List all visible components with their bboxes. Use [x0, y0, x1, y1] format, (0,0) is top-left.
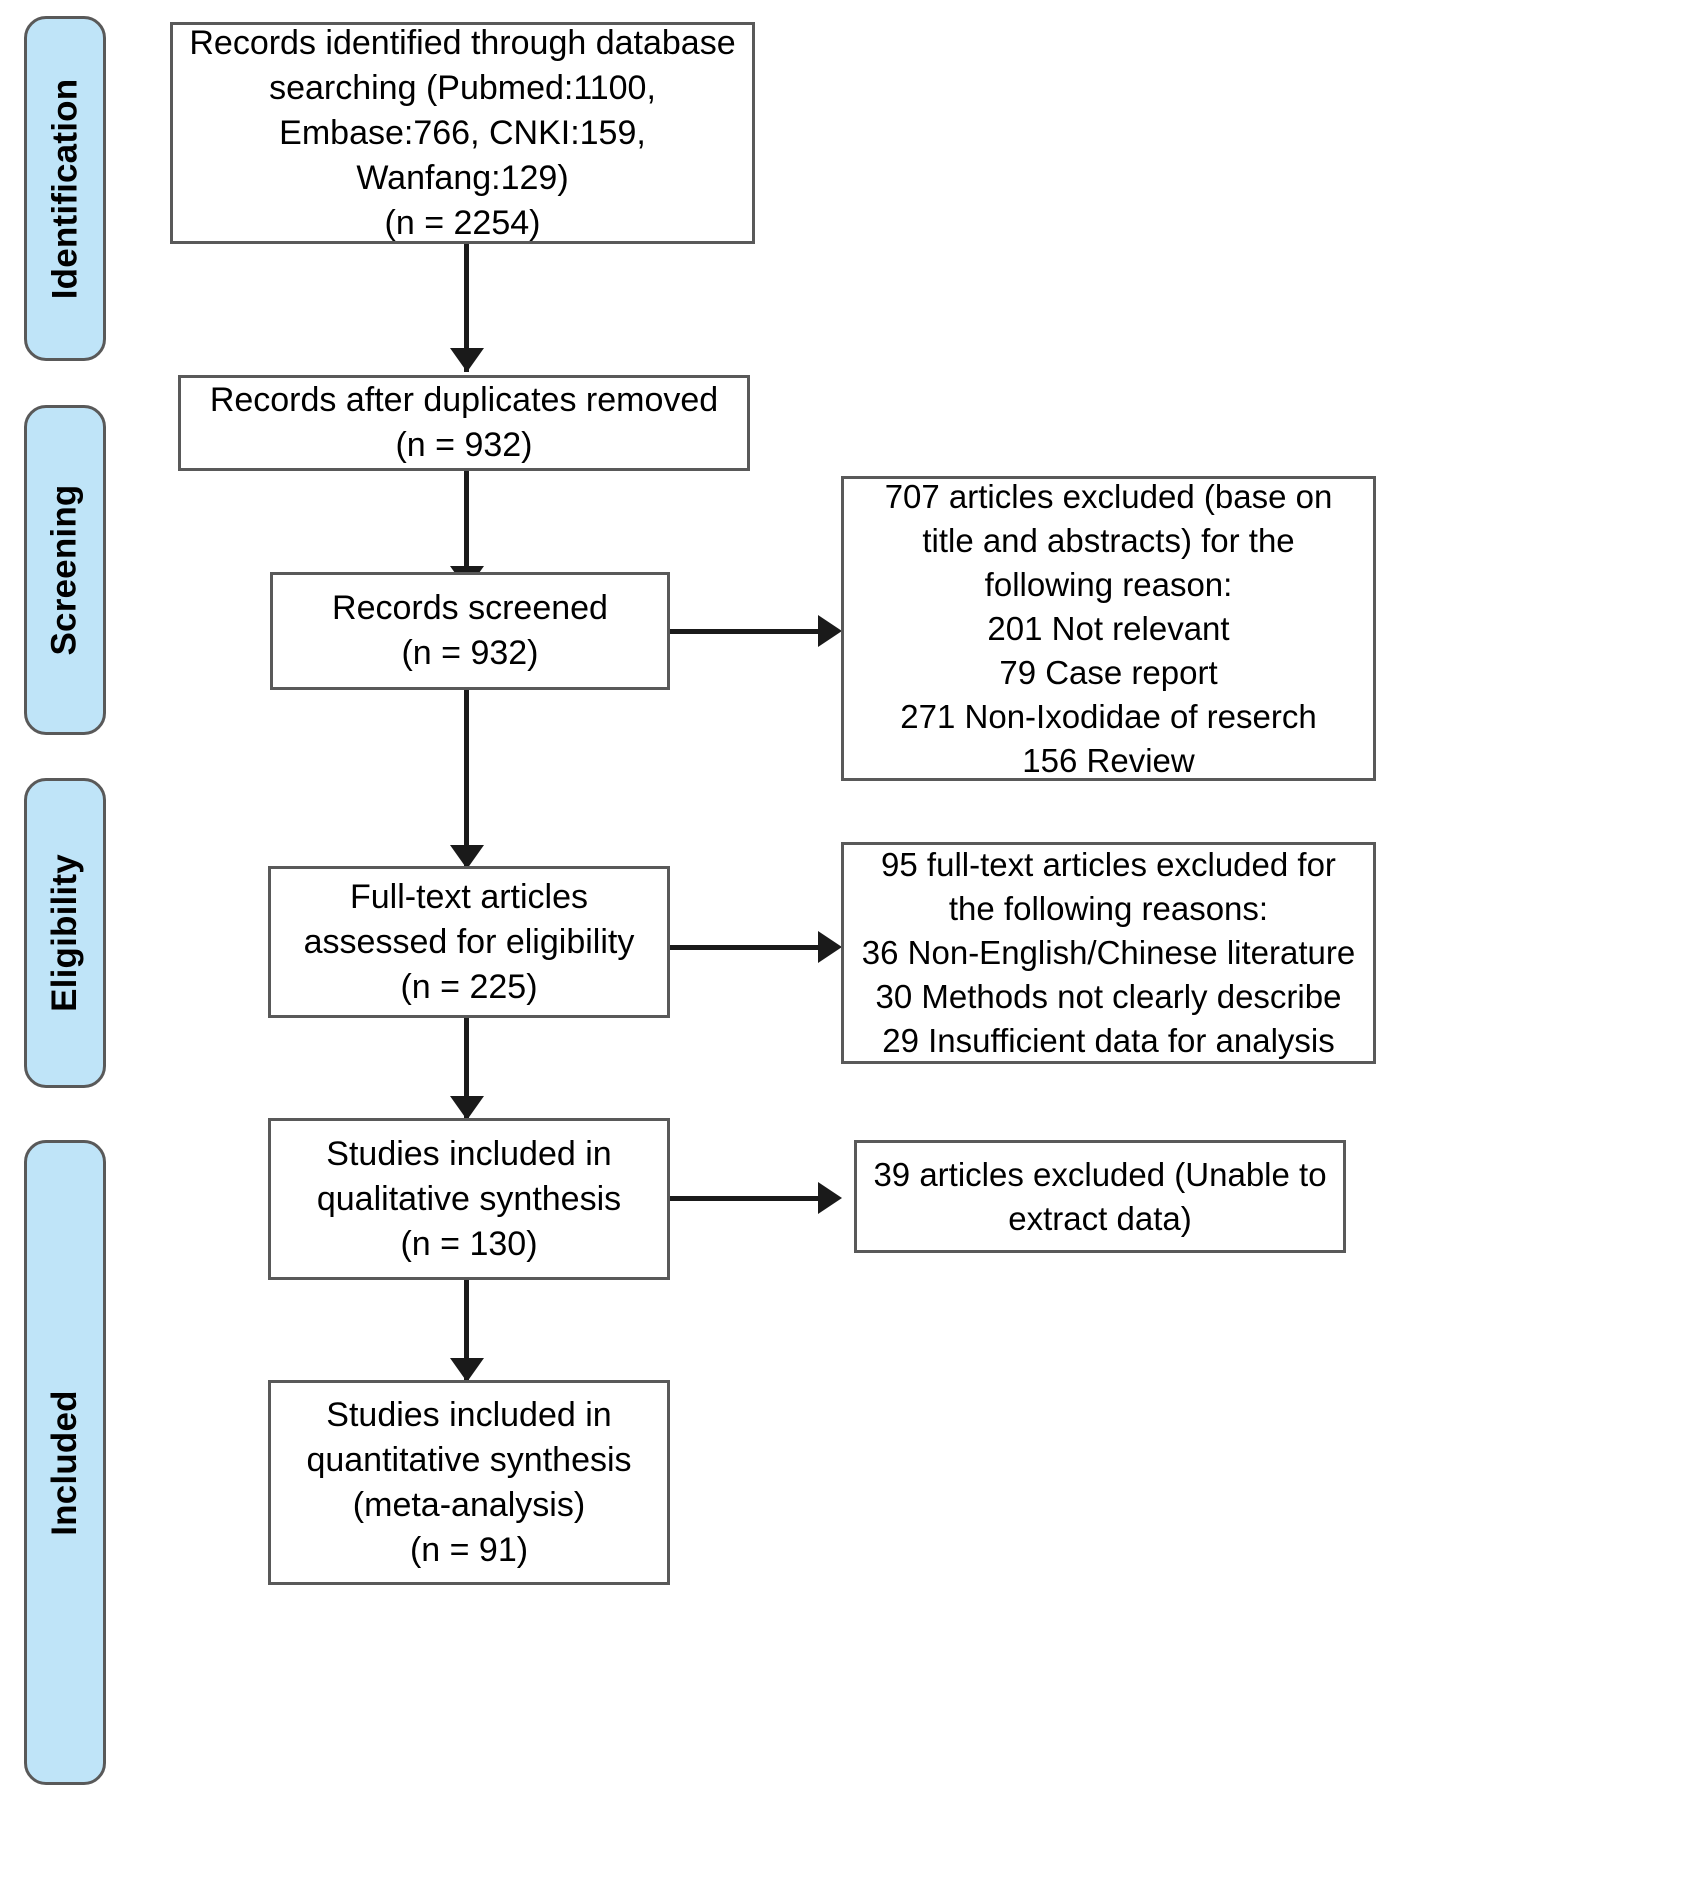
- connector-fulltext-to-excluded: [670, 945, 825, 950]
- stage-screening: Screening: [24, 405, 106, 735]
- node-excluded-screening-text: 707 articles excluded (base on title and…: [884, 477, 1333, 779]
- node-fulltext-assessed-text: Full-text articles assessed for eligibil…: [303, 877, 635, 1006]
- node-records-screened-text: Records screened (n = 932): [332, 589, 608, 672]
- arrow-screened-to-fulltext: [450, 845, 484, 869]
- node-records-identified-text: Records identified through database sear…: [189, 23, 736, 242]
- node-quantitative-synthesis: Studies included in quantitative synthes…: [268, 1380, 670, 1585]
- connector-qualitative-to-excluded: [670, 1196, 825, 1201]
- node-after-duplicates: Records after duplicates removed (n = 93…: [178, 375, 750, 471]
- arrow-qualitative-to-quantitative: [450, 1358, 484, 1382]
- stage-identification-label: Identification: [45, 78, 85, 299]
- arrow-fulltext-to-qualitative: [450, 1096, 484, 1120]
- arrow-screened-to-excluded: [818, 615, 842, 647]
- node-qualitative-synthesis-text: Studies included in qualitative synthesi…: [316, 1134, 622, 1263]
- node-excluded-included: 39 articles excluded (Unable to extract …: [854, 1140, 1346, 1253]
- node-excluded-screening: 707 articles excluded (base on title and…: [841, 476, 1376, 781]
- stage-identification: Identification: [24, 16, 106, 361]
- node-after-duplicates-text: Records after duplicates removed (n = 93…: [209, 381, 719, 464]
- node-records-screened: Records screened (n = 932): [270, 572, 670, 690]
- arrow-fulltext-to-excluded: [818, 931, 842, 963]
- stage-screening-label: Screening: [45, 484, 84, 656]
- connector-screened-to-excluded: [670, 629, 825, 634]
- connector-fulltext-to-qualitative: [464, 1018, 469, 1118]
- connector-identified-to-duplicates: [464, 244, 469, 372]
- arrow-identified-to-duplicates: [450, 348, 484, 372]
- node-excluded-eligibility-text: 95 full-text articles excluded for the f…: [861, 846, 1356, 1059]
- stage-eligibility-label: Eligibility: [45, 854, 84, 1012]
- node-excluded-eligibility: 95 full-text articles excluded for the f…: [841, 842, 1376, 1064]
- connector-screened-to-fulltext: [464, 690, 469, 868]
- stage-included: Included: [24, 1140, 106, 1785]
- stage-eligibility: Eligibility: [24, 778, 106, 1088]
- connector-qualitative-to-quantitative: [464, 1280, 469, 1380]
- connector-duplicates-to-screened: [464, 471, 469, 589]
- node-fulltext-assessed: Full-text articles assessed for eligibil…: [268, 866, 670, 1018]
- node-quantitative-synthesis-text: Studies included in quantitative synthes…: [306, 1395, 632, 1569]
- arrow-qualitative-to-excluded: [818, 1182, 842, 1214]
- node-excluded-included-text: 39 articles excluded (Unable to extract …: [873, 1155, 1327, 1237]
- stage-included-label: Included: [45, 1389, 84, 1536]
- node-records-identified: Records identified through database sear…: [170, 22, 755, 244]
- node-qualitative-synthesis: Studies included in qualitative synthesi…: [268, 1118, 670, 1280]
